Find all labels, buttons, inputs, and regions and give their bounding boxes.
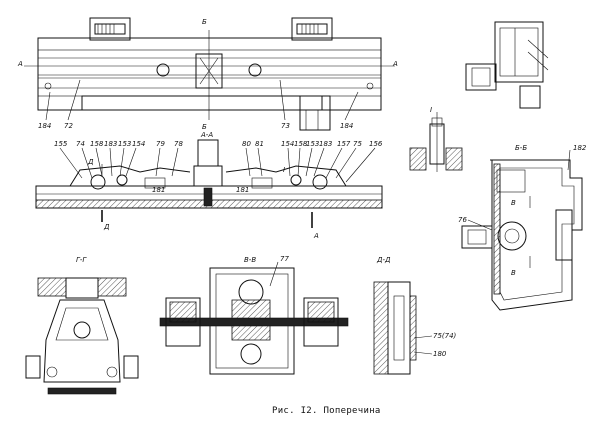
part-number: 77: [280, 255, 289, 263]
cut-label: А: [392, 60, 398, 68]
part-number: 180: [433, 350, 447, 358]
section-dd-view: [373, 281, 433, 375]
section-gg-view: [25, 277, 139, 395]
part-number: 75(74): [433, 332, 457, 340]
cut-label: В: [511, 199, 516, 207]
part-number: 157: [337, 140, 351, 148]
part-number: 158: [90, 140, 104, 148]
part-number: 181: [236, 186, 249, 194]
part-number: 76: [458, 216, 467, 224]
part-number: 154: [281, 140, 294, 148]
section-labels: Б Б А А А-А Д Д А I I Б-Б Г-Г В-В Д-Д В …: [17, 18, 527, 277]
cut-label: А: [313, 232, 319, 240]
section-title: Д-Д: [376, 256, 391, 264]
part-number: 154: [132, 140, 145, 148]
part-number: 184: [38, 122, 51, 130]
section-title: Г-Г: [76, 256, 87, 264]
section-aa-view: [35, 139, 383, 228]
part-number: 153: [118, 140, 131, 148]
cut-label: А: [17, 60, 23, 68]
section-vv-view: [159, 261, 349, 375]
cut-label: Д: [103, 223, 110, 231]
side-view-top-right: [465, 21, 549, 109]
part-number: 183: [319, 140, 332, 148]
part-number: 155: [54, 140, 68, 148]
section-title: Б-Б: [515, 144, 527, 152]
section-title: А-А: [200, 131, 213, 139]
part-number: 182: [573, 144, 587, 152]
part-number: 80: [242, 140, 251, 148]
figure-caption: Рис. I2. Поперечина: [272, 406, 381, 416]
part-number: 153: [306, 140, 319, 148]
cut-label: Б: [202, 123, 207, 131]
section-title: В-В: [244, 256, 256, 264]
part-number: 79: [156, 140, 165, 148]
part-number: 78: [174, 140, 183, 148]
part-number: 74: [76, 140, 85, 148]
part-number: 184: [340, 122, 353, 130]
section-bb-view: [461, 149, 583, 311]
cut-label: Б: [202, 18, 207, 26]
plan-view: [24, 17, 395, 131]
part-number: 72: [64, 122, 73, 130]
part-number: 156: [369, 140, 383, 148]
cut-label: Д: [87, 158, 94, 166]
detail-i-view: [409, 112, 463, 172]
cut-label: В: [511, 269, 516, 277]
section-title: I: [430, 106, 432, 114]
cut-label: I: [283, 166, 285, 174]
part-number: 75: [353, 140, 362, 148]
part-number: 73: [281, 122, 290, 130]
part-number: 81: [255, 140, 264, 148]
part-labels: 184 72 73 184 155 74 158 183 153 154 79 …: [38, 122, 587, 358]
part-number: 158: [294, 140, 308, 148]
part-number: 183: [104, 140, 117, 148]
part-number: 181: [152, 186, 165, 194]
